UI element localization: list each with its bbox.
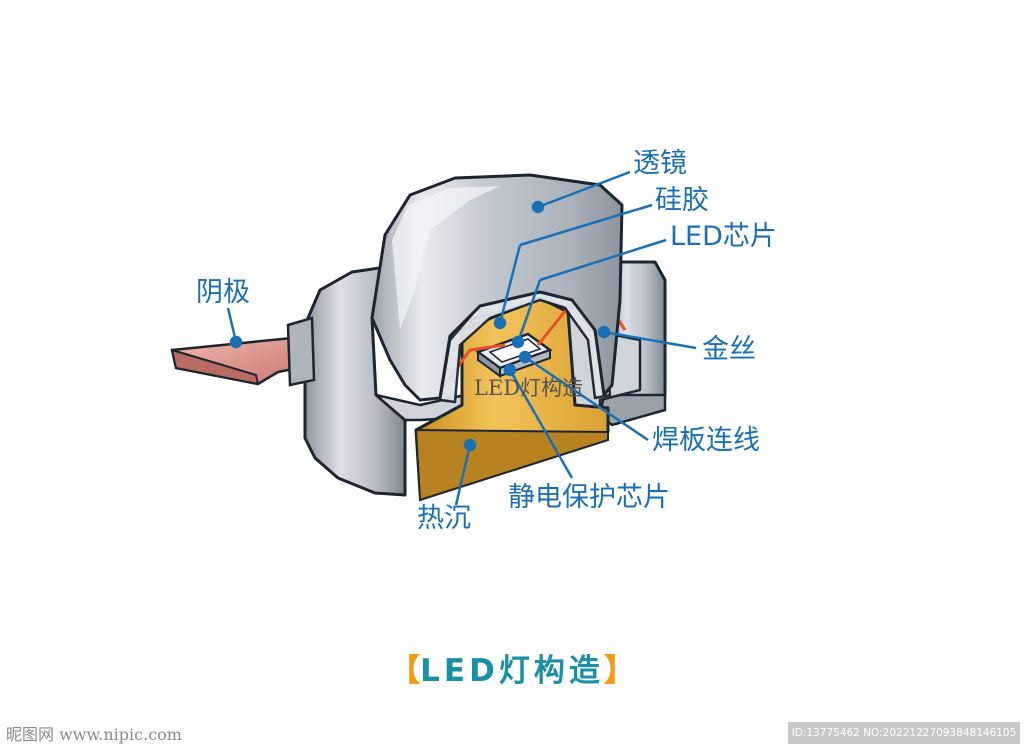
label-heat-sink: 热沉 — [417, 503, 471, 534]
diagram-caption: 【LED灯构造】 — [0, 645, 1024, 690]
label-cathode: 阴极 — [196, 277, 250, 308]
label-pad-wire: 焊板连线 — [652, 425, 760, 456]
label-gold-wire: 金丝 — [702, 334, 756, 365]
label-silicone: 硅胶 — [655, 185, 709, 216]
caption-close-bracket: 】 — [603, 653, 635, 689]
caption-open-bracket: 【 — [389, 653, 421, 689]
watermark-left: 昵图网 www.nipic.com — [6, 725, 182, 744]
cathode-lead — [170, 336, 300, 386]
lens — [370, 173, 624, 402]
watermark-right: ID:13775462 NO:20221227093848146105 — [788, 722, 1020, 744]
diagram-overlay-text: LED灯构造 — [474, 376, 584, 400]
label-lens: 透镜 — [633, 148, 687, 179]
callout-lines — [226, 170, 697, 506]
label-led-chip: LED芯片 — [670, 221, 777, 252]
label-esd-chip: 静电保护芯片 — [508, 482, 670, 513]
caption-text: LED灯构造 — [420, 653, 604, 689]
